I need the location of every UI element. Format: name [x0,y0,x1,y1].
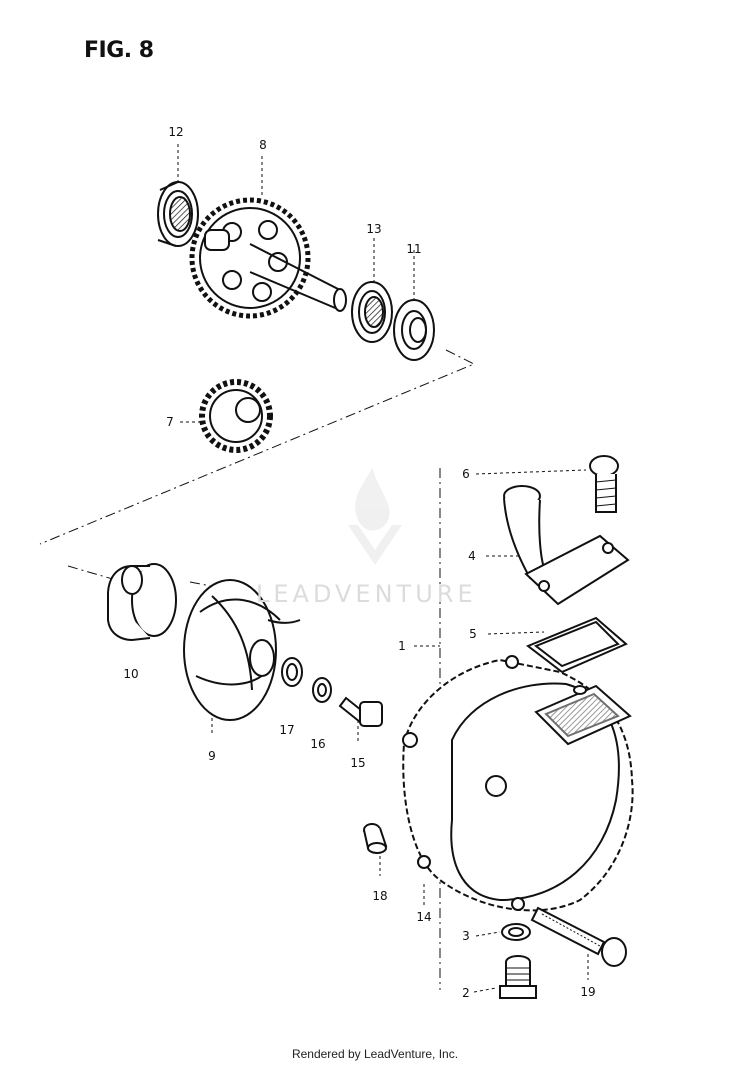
callout-5: 5 [469,627,477,641]
footer-credit: Rendered by LeadVenture, Inc. [291,1047,459,1061]
callout-2: 2 [462,986,470,1000]
figure-title: FIG. 8 [84,38,154,63]
gear-7 [199,379,273,453]
callout-11: 11 [406,242,422,256]
bolt-15 [338,696,383,727]
callout-13: 13 [366,222,382,236]
seal-11 [393,299,435,361]
gasket-5 [526,616,628,674]
callout-18: 18 [372,889,388,903]
callout-19: 19 [580,985,596,999]
callout-4: 4 [468,549,476,563]
callout-3: 3 [462,929,470,943]
impeller-9 [183,579,301,721]
bearing-12 [157,181,199,247]
callout-7: 7 [166,415,174,429]
washer-3 [501,923,531,941]
callout-8: 8 [259,138,267,152]
leader-lines [177,144,589,993]
pump-cover-14 [402,655,634,912]
gear-shaft-8 [189,197,347,319]
callout-10: 10 [123,667,139,681]
washer-17 [281,657,303,687]
water-outlet-4 [503,485,630,606]
callout-16: 16 [310,737,326,751]
watermark-logo [348,468,402,565]
bolt-19 [530,906,627,967]
dowel-18 [363,823,388,854]
watermark-text: LEADVENTURE [256,580,477,608]
callout-15: 15 [350,756,366,770]
callout-9: 9 [208,749,216,763]
callout-6: 6 [462,467,470,481]
callout-14: 14 [416,910,432,924]
callout-12: 12 [168,125,184,139]
callout-1: 1 [398,639,406,653]
bearing-13 [351,281,393,343]
callout-17: 17 [279,723,295,737]
cap-10 [107,563,177,642]
bolt-6 [589,455,619,513]
drain-bolt-2 [499,955,537,999]
washer-16 [312,677,332,703]
